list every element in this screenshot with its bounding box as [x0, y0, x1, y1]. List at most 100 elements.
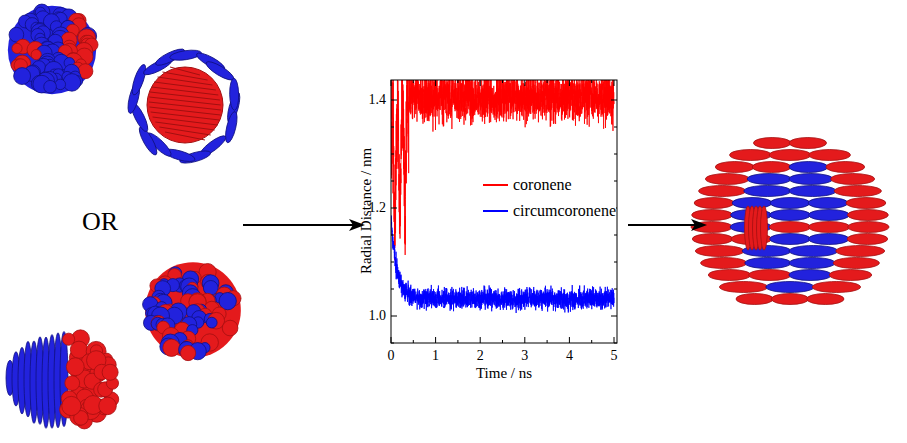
molecule-bump: [63, 74, 81, 92]
molecule-bump: [65, 376, 80, 391]
cluster-illustration: [691, 138, 889, 305]
molecule-disc: [694, 198, 734, 209]
plot-axes: [391, 80, 617, 343]
molecule-disc: [752, 162, 791, 173]
molecule-disc: [708, 270, 750, 281]
molecule-disc: [789, 270, 831, 281]
legend-line: [483, 184, 508, 186]
molecule-bump: [14, 68, 31, 85]
molecule-disc: [809, 222, 850, 233]
molecule-disc: [766, 282, 814, 293]
molecule-disc: [692, 234, 733, 245]
molecule-disc: [809, 150, 851, 161]
molecule-disc: [829, 270, 871, 281]
molecule-stripe: [149, 107, 220, 115]
molecule-disc: [692, 210, 733, 221]
molecule-bump: [203, 280, 218, 295]
molecule-disc: [808, 234, 849, 245]
molecule-disc: [789, 186, 836, 197]
tick-label: 1.2: [369, 201, 387, 215]
molecule-stripe: [150, 92, 220, 100]
molecule-bump: [102, 364, 118, 380]
legend-text: circumcoronene: [513, 203, 616, 219]
molecule-bump: [222, 320, 238, 336]
cluster-illustration: [126, 46, 243, 166]
molecule-bump: [206, 317, 217, 328]
molecule-bump: [180, 345, 195, 360]
molecule-disc: [699, 186, 746, 197]
molecule-bump: [12, 43, 22, 53]
molecule-disc: [770, 210, 811, 221]
molecule-disc: [847, 210, 888, 221]
molecule-disc: [701, 258, 747, 269]
molecule-bump: [163, 339, 180, 356]
molecule-disc: [789, 138, 827, 149]
molecule-disc: [719, 282, 767, 293]
molecule-stripe: [155, 122, 214, 130]
molecule-disc: [808, 198, 848, 209]
molecule-disc: [747, 174, 791, 185]
molecule-disc: [847, 234, 888, 245]
data-series: [391, 80, 614, 260]
cluster-core: [147, 67, 223, 143]
molecule-bump: [44, 80, 57, 93]
molecule-bump: [99, 397, 117, 415]
molecule-disc: [846, 198, 886, 209]
axis-title: Time / ns: [476, 366, 532, 381]
molecule-disc: [769, 222, 810, 233]
cluster-core: [8, 6, 96, 94]
molecule-disc: [736, 294, 773, 305]
tick-label: 1.4: [369, 93, 387, 107]
tick-label: 0: [388, 349, 395, 363]
molecule-disc: [831, 174, 875, 185]
molecule-disc: [770, 234, 811, 245]
molecule-bump: [63, 333, 75, 345]
flow-arrow: [243, 219, 365, 231]
tick-label: 1.0: [369, 309, 387, 323]
molecule-disc: [749, 270, 791, 281]
legend-line: [483, 210, 508, 212]
molecule-disc: [761, 206, 768, 250]
molecule-disc: [789, 246, 838, 257]
molecule-disc: [770, 198, 810, 209]
data-series: [391, 216, 614, 313]
molecule-disc: [789, 162, 828, 173]
molecule-stripe: [149, 102, 221, 110]
tick-label: 4: [566, 349, 573, 363]
molecule-bump: [62, 396, 81, 415]
molecule-stripe: [149, 97, 221, 105]
cluster-illustration: [143, 262, 241, 360]
molecule-stripe: [165, 132, 205, 140]
molecule-disc: [705, 174, 749, 185]
molecule-disc: [808, 210, 849, 221]
molecule-disc: [834, 186, 881, 197]
molecule-disc: [753, 138, 791, 149]
molecule-disc: [744, 186, 791, 197]
molecule-stripe: [151, 112, 220, 120]
molecule-disc: [789, 174, 833, 185]
molecule-disc: [695, 246, 744, 257]
molecule-disc: [836, 246, 885, 257]
tick-label: 1: [432, 349, 439, 363]
molecule-disc: [807, 294, 844, 305]
molecule-disc: [848, 222, 889, 233]
tick-label: 2: [477, 349, 484, 363]
molecule-stripe: [159, 127, 210, 135]
molecule-disc: [715, 162, 754, 173]
cluster-illustration: [6, 330, 119, 429]
tick-label: 3: [521, 349, 528, 363]
or-text: OR: [82, 209, 118, 235]
molecule-disc: [229, 78, 239, 110]
flow-arrow: [628, 219, 707, 231]
molecule-bump: [66, 358, 84, 376]
plot-data: [391, 80, 614, 313]
cluster-illustration: [8, 4, 98, 94]
molecule-disc: [130, 63, 149, 96]
molecule-disc: [745, 258, 791, 269]
molecule-disc: [789, 258, 835, 269]
tick-label: 5: [611, 349, 618, 363]
molecule-disc: [833, 258, 879, 269]
legend-text: coronene: [513, 177, 572, 193]
